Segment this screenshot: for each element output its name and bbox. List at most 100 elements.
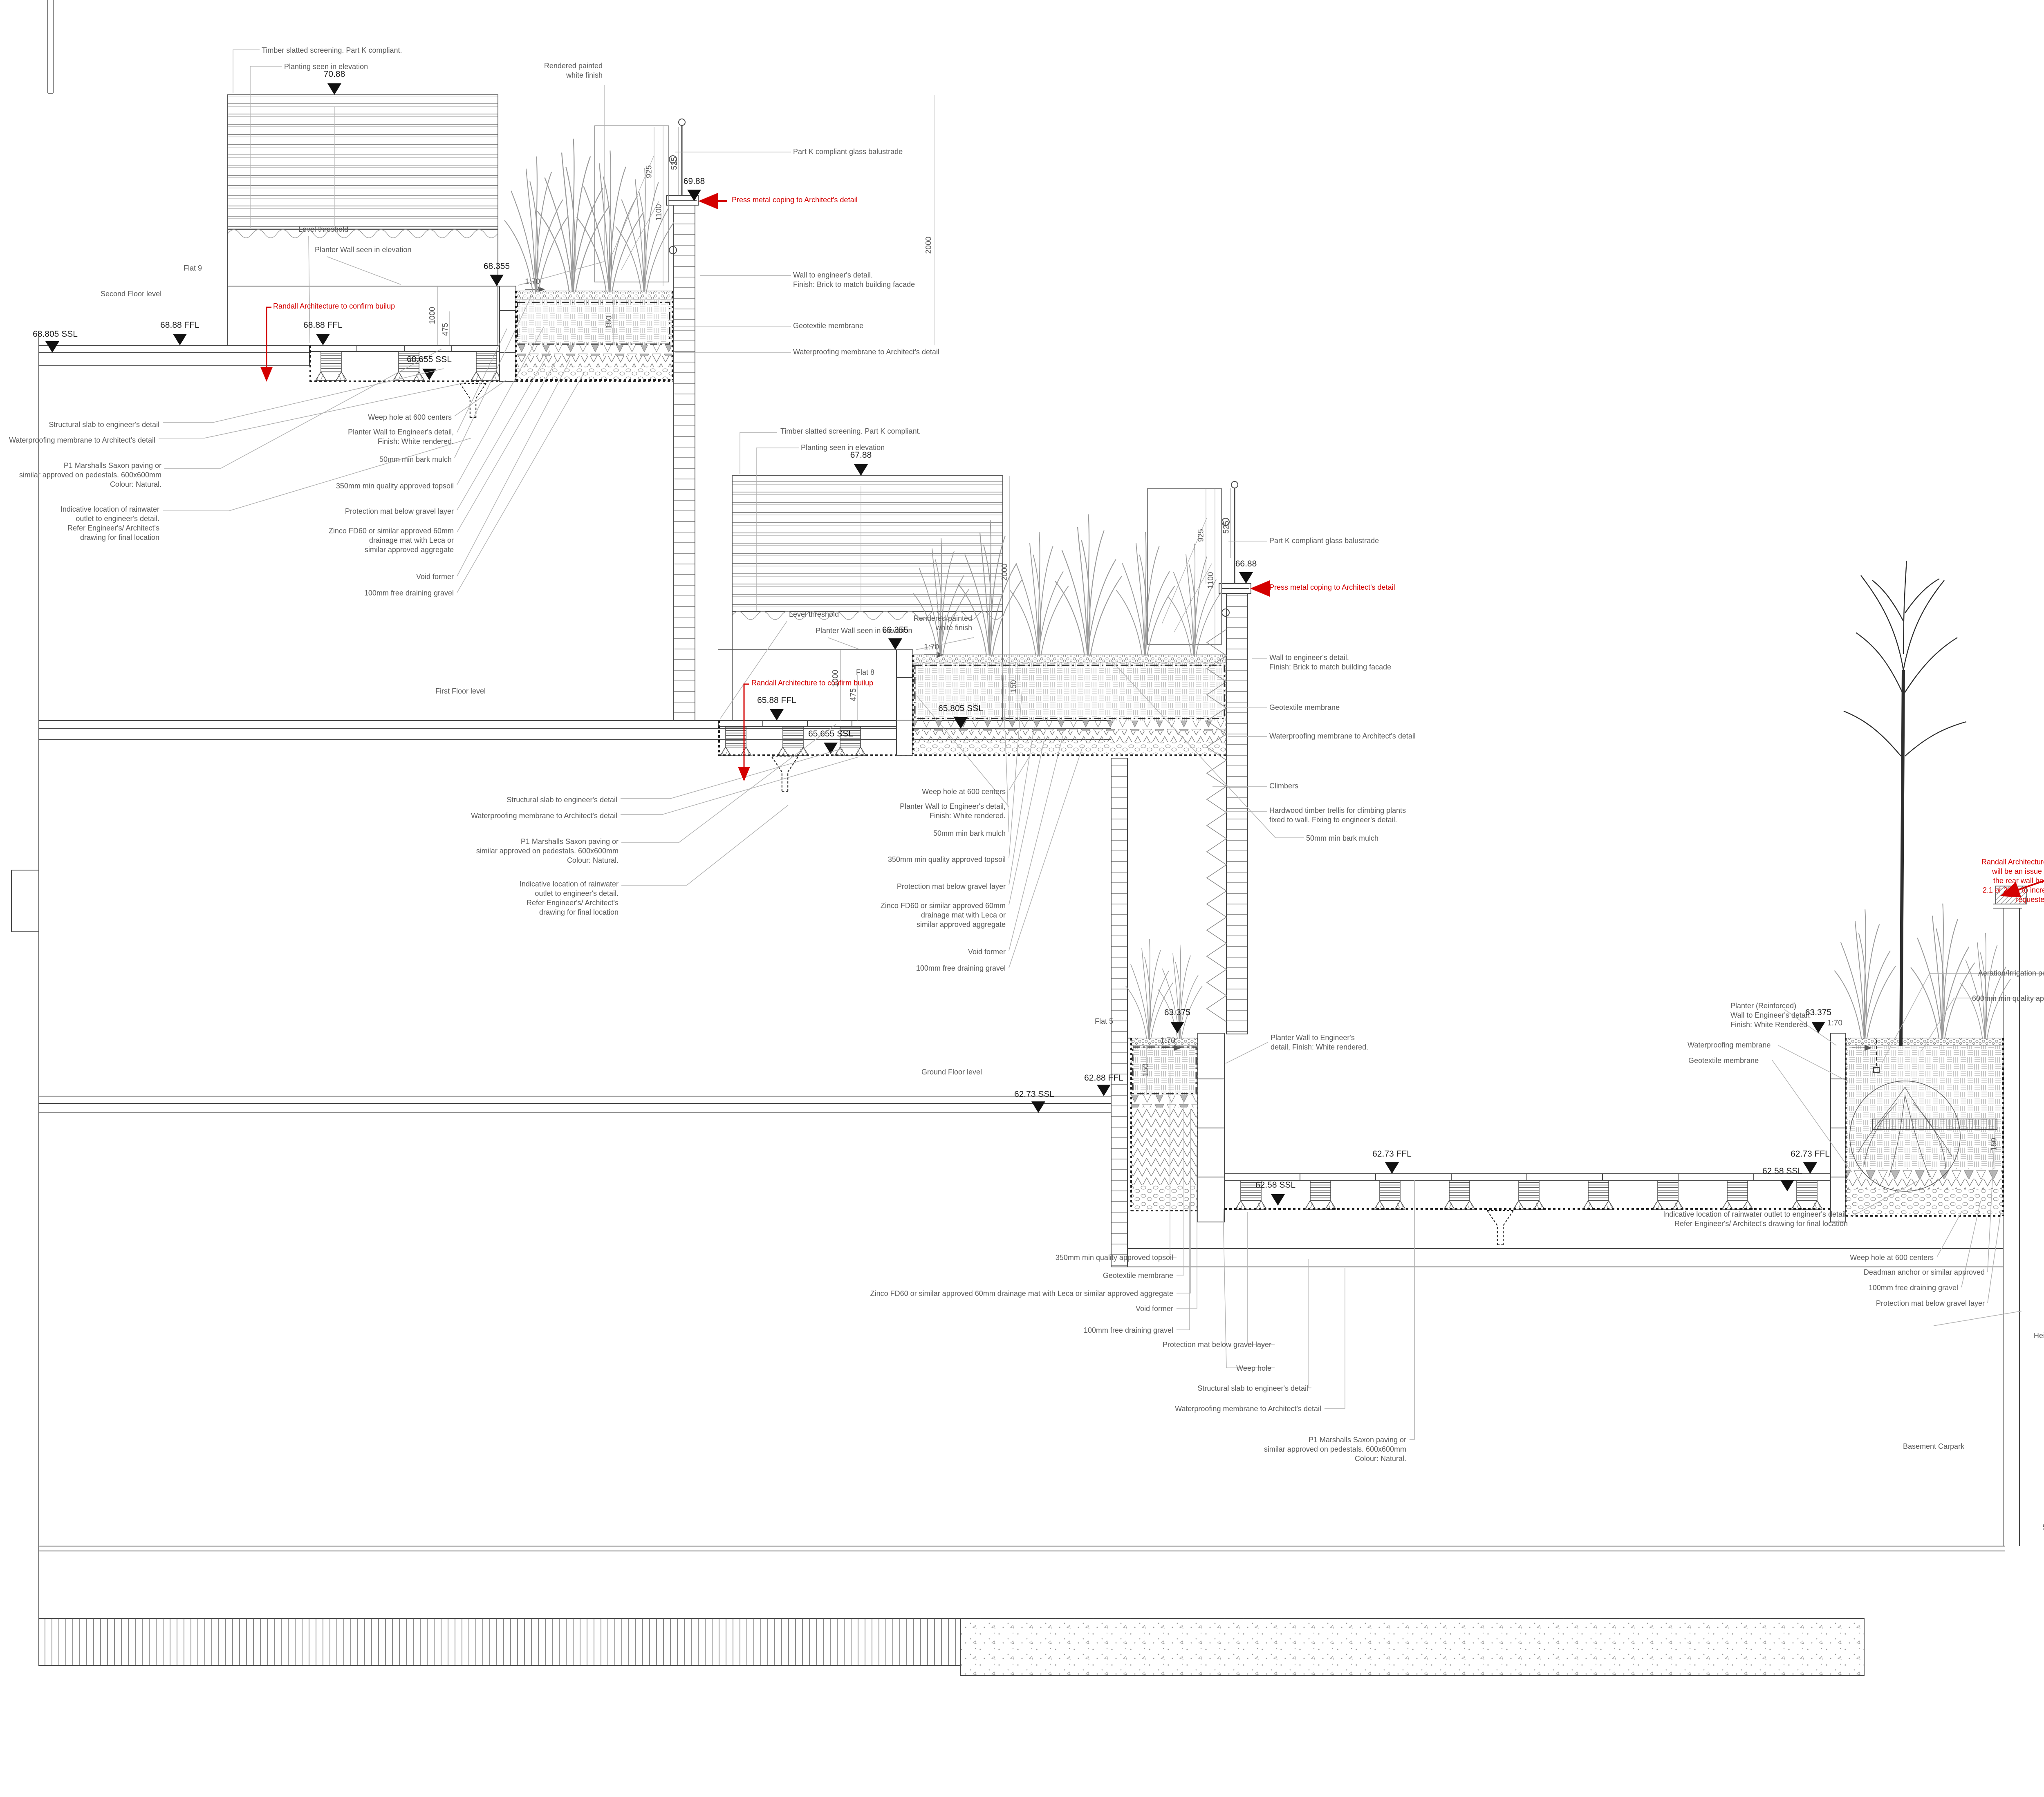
label-topsoil-bottom: 350mm min quality approved topsoil [1055,1253,1173,1262]
level-ffl-62-73-a: 62.73 FFL [1372,1149,1412,1159]
level-markers [45,83,1825,1206]
level-ssl-62-73: 62.73 SSL [1014,1090,1055,1099]
level-63-375-a: 63.375 [1164,1008,1191,1017]
label-zinco-t1: Zinco FD60 or similar approved 60mm drai… [328,527,454,554]
label-gravel-t3: 100mm free draining gravel [1868,1284,1958,1292]
label-geotextile-t2: Geotextile membrane [1269,703,1340,712]
label-planter-wall-elev-t2: Planter Wall seen in elevation [816,627,912,635]
label-aeration-pipe: Aeration/Irrigation perforated pipe. [1978,969,2044,977]
label-ground-floor: Ground Floor level [921,1068,982,1076]
dim-2000-t2: 2000 [1000,563,1009,581]
level-ssl-68-805: 68.805 SSL [33,329,78,339]
ground-terrace [1127,560,2004,1246]
dim-525-t2: 525 [1222,521,1231,534]
dim-150-t2: 150 [1009,680,1018,693]
label-randall-builup-t1: Randall Architecture to confirm builup [273,302,395,310]
label-planting-elevation-t1: Planting seen in elevation [284,63,368,71]
label-zinco-t2: Zinco FD60 or similar approved 60mm drai… [880,902,1006,929]
dim-1100-t2: 1100 [1206,572,1215,589]
level-68-355: 68.355 [483,262,510,271]
level-ffl-68-88-b: 68.88 FFL [303,320,343,330]
label-second-floor: Second Floor level [101,290,162,298]
label-paving-t2: P1 Marshalls Saxon paving or similar app… [476,837,619,864]
label-flat8: Flat 8 [856,668,875,676]
label-void-former-t1: Void former [416,573,454,581]
level-ffl-68-88-a: 68.88 FFL [160,320,199,330]
label-climbers: Climbers [1269,782,1299,790]
label-first-floor: First Floor level [435,687,486,695]
label-deadman: Deadman anchor or similar approved [1863,1268,1985,1276]
label-structural-slab-bottom: Structural slab to engineer's detail [1197,1384,1308,1392]
dim-925-t2: 925 [1197,529,1206,542]
label-planting-elevation-t2: Planting seen in elevation [801,443,885,452]
dim-475-t2: 475 [849,688,858,701]
dim-925-t1: 925 [645,165,654,178]
label-planter-wall-t1: Planter Wall to Engineer's detail, Finis… [348,428,454,445]
label-protection-mat-t1: Protection mat below gravel layer [345,507,454,515]
dim-2000-t1: 2000 [924,236,933,254]
level-ffl-62-88: 62.88 FFL [1084,1073,1123,1083]
dim-150-t3: 150 [1141,1063,1150,1076]
label-rainwater-t2: Indicative location of rainwater outlet … [519,880,619,916]
label-bark-t2b: 50mm min bark mulch [1306,834,1379,842]
label-weep-hole: Weep hole [1236,1364,1271,1372]
label-geotextile-t1: Geotextile membrane [793,322,864,330]
label-topsoil-t1: 350mm min quality approved topsoil [336,482,454,490]
building-shell [11,0,2027,1676]
level-69-88: 69.88 [683,177,705,186]
label-paving-t1: P1 Marshalls Saxon paving or similar app… [19,461,161,488]
label-weep600-t2: Weep hole at 600 centers [922,788,1006,796]
leader-lines [159,49,2044,1440]
dim-150-t1: 150 [605,316,614,329]
level-ssl-68-655: 68.655 SSL [407,355,452,364]
label-gravel-t2: 100mm free draining gravel [916,964,1006,972]
dim-1000-t1: 1000 [428,307,437,324]
label-zinco-wide: Zinco FD60 or similar approved 60mm drai… [870,1289,1173,1298]
label-topsoil600: 600mm min quality approved topsoil [1972,994,2044,1003]
level-67-88: 67.88 [850,450,872,460]
dim-525-t1: 525 [670,157,679,170]
dim-1000-t2: 1000 [831,669,840,687]
label-geotextile-bottom: Geotextile membrane [1103,1271,1173,1280]
dim-1100-t1: 1100 [654,204,663,221]
gradient-t2: 1:70 [924,643,939,651]
label-press-metal-coping-t1: Press metal coping to Architect's detail [732,196,858,204]
label-part-k-balustrade-t2: Part K compliant glass balustrade [1269,537,1379,545]
level-ssl-65-655: 65.655 SSL [808,729,853,738]
label-level-threshold-t1: Level threshold [298,225,349,233]
terrace-1 [227,94,935,721]
label-waterproofing-t1b: Waterproofing membrane to Architect's de… [9,436,155,444]
label-void-former-bottom: Void former [1135,1305,1173,1313]
label-flat9: Flat 9 [184,264,202,272]
gradient-t1: 1:70 [525,277,540,286]
label-weep600-t3: Weep hole at 600 centers [1850,1253,1934,1262]
label-waterproofing-bottom: Waterproofing membrane to Architect's de… [1175,1405,1321,1413]
label-structural-slab-t2: Structural slab to engineer's detail [507,796,617,804]
level-ssl-59-26: 59.26 SSL [2043,1523,2044,1532]
label-level-threshold-t2: Level threshold [789,610,839,618]
dim-475-t1: 475 [441,323,450,336]
label-bark-t1: 50mm min bark mulch [379,455,452,463]
level-63-375-b: 63.375 [1805,1008,1832,1017]
label-bark-t2: 50mm min bark mulch [933,829,1006,837]
label-wall-existing: Wall to engineer's detail. Height to mat… [2033,1332,2044,1340]
label-protection-mat-bottom: Protection mat below gravel layer [1162,1340,1271,1349]
label-structural-slab-t1: Structural slab to engineer's detail [49,421,159,429]
label-protection-mat-t3: Protection mat below gravel layer [1876,1299,1985,1307]
dim-150-tree: 150 [1990,1138,1999,1151]
label-randall-privacy: Randall Architecture to confirm if it wi… [1981,858,2044,904]
gradient-t3a: 1:70 [1160,1036,1175,1045]
label-randall-builup-t2: Randall Architecture to confirm builup [751,679,874,687]
label-waterproofing-t2: Waterproofing membrane to Architect's de… [1269,732,1416,740]
label-paving-bottom: P1 Marshalls Saxon paving or similar app… [1264,1436,1406,1463]
label-press-metal-coping-t2: Press metal coping to Architect's detail [1269,583,1395,591]
label-planter-reinforced: Planter (Reinforced) Wall to Engineer's … [1730,1002,1811,1029]
label-planter-wall-t3: Planter Wall to Engineer's detail, Finis… [1271,1034,1369,1051]
label-planter-wall-t2: Planter Wall to Engineer's detail, Finis… [900,802,1006,820]
level-ssl-62-58-b: 62.58 SSL [1762,1166,1803,1176]
tree [1843,560,1967,1047]
label-timber-screening-t1: Timber slatted screening. Part K complia… [262,46,402,54]
label-topsoil-t2: 350mm min quality approved topsoil [888,855,1006,864]
